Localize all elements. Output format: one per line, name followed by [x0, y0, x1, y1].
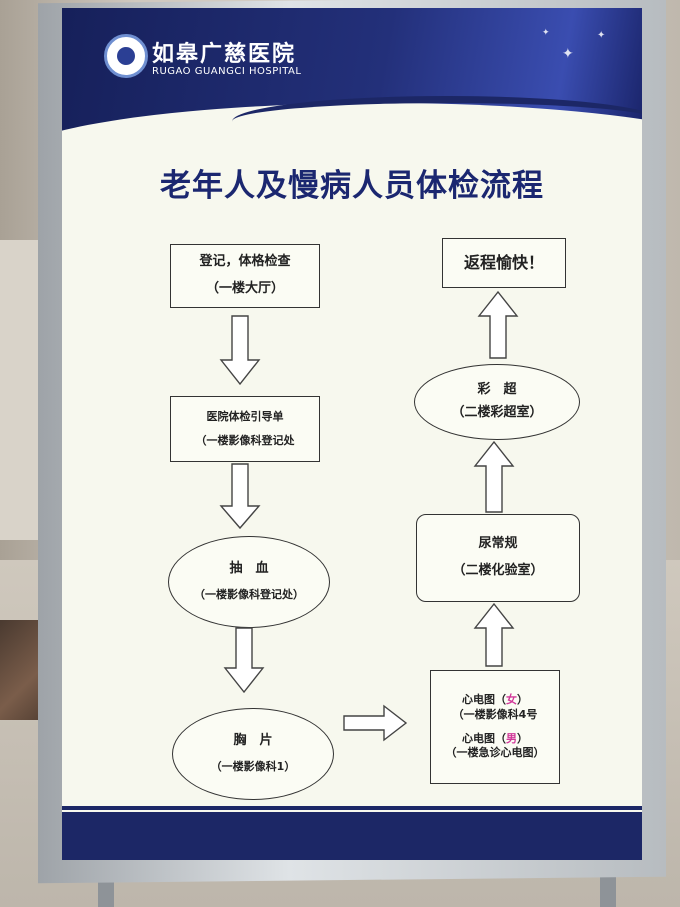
ecg-female-mark: 女 [506, 693, 517, 707]
arrow-up-1 [473, 602, 515, 667]
ecg-male-mark: 男 [506, 732, 517, 745]
step-guide-title: 医院体检引导单 [206, 409, 284, 423]
arrow-up-3 [477, 290, 519, 359]
sparkle-icon: ✦ [562, 46, 574, 62]
step-guide: 医院体检引导单 （一楼影像科登记处 [170, 396, 320, 462]
step-chest-location: （一楼影像科1） [210, 760, 296, 774]
ecg-female-location: （一楼影像科4号 [452, 707, 538, 721]
ecg-male-location: （一楼急诊心电图） [445, 746, 545, 760]
ecg-male: 心电图（男） [462, 732, 528, 745]
ecg-female: 心电图（女） [462, 693, 528, 707]
step-register-location: （一楼大厅） [205, 281, 284, 296]
footer-line [62, 806, 642, 810]
step-blood-title: 抽 血 [229, 561, 269, 577]
sparkle-icon: ✦ [597, 30, 606, 41]
step-register-title: 登记，体格检查 [199, 254, 291, 270]
ecg-male-label: 心电图 [462, 732, 495, 745]
step-ultrasound: 彩 超 （二楼彩超室） [414, 364, 580, 440]
step-guide-location: （一楼影像科登记处 [195, 434, 295, 447]
flow-arrows [219, 290, 519, 742]
step-chest: 胸 片 （一楼影像科1） [172, 708, 334, 800]
hospital-name-en: RUGAO GUANGCI HOSPITAL [152, 66, 302, 77]
step-ultrasound-title: 彩 超 [477, 382, 517, 398]
arrow-down-2 [219, 463, 261, 530]
footer-band [62, 812, 642, 860]
arrow-right [343, 704, 408, 742]
sparkle-icon: ✦ [542, 28, 550, 38]
arrow-up-2 [473, 440, 515, 513]
step-urine-title: 尿常规 [478, 536, 518, 552]
step-return: 返程愉快！ [442, 238, 566, 288]
step-chest-title: 胸 片 [233, 733, 273, 749]
step-ecg: 心电图（女） （一楼影像科4号 心电图（男） （一楼急诊心电图） [430, 670, 560, 784]
ecg-female-label: 心电图 [462, 693, 495, 707]
step-urine-location: （二楼化验室） [452, 563, 544, 578]
hospital-name: 如皋广慈医院 [152, 42, 297, 67]
sign-board: ✦ ✦ ✦ 如皋广慈医院 RUGAO GUANGCI HOSPITAL 老年人及… [62, 8, 642, 860]
step-blood: 抽 血 （一楼影像科登记处） [168, 536, 330, 628]
step-return-title: 返程愉快！ [463, 252, 544, 272]
arrow-down-1 [219, 315, 261, 386]
arrow-down-3 [223, 627, 265, 694]
page-title: 老年人及慢病人员体检流程 [160, 168, 544, 204]
step-blood-location: （一楼影像科登记处） [194, 588, 304, 602]
step-register: 登记，体格检查 （一楼大厅） [170, 244, 320, 308]
header-curve-stroke [232, 96, 642, 147]
hospital-logo [104, 34, 148, 78]
step-ultrasound-location: （二楼彩超室） [451, 405, 543, 420]
step-urine: 尿常规 （二楼化验室） [416, 514, 580, 602]
